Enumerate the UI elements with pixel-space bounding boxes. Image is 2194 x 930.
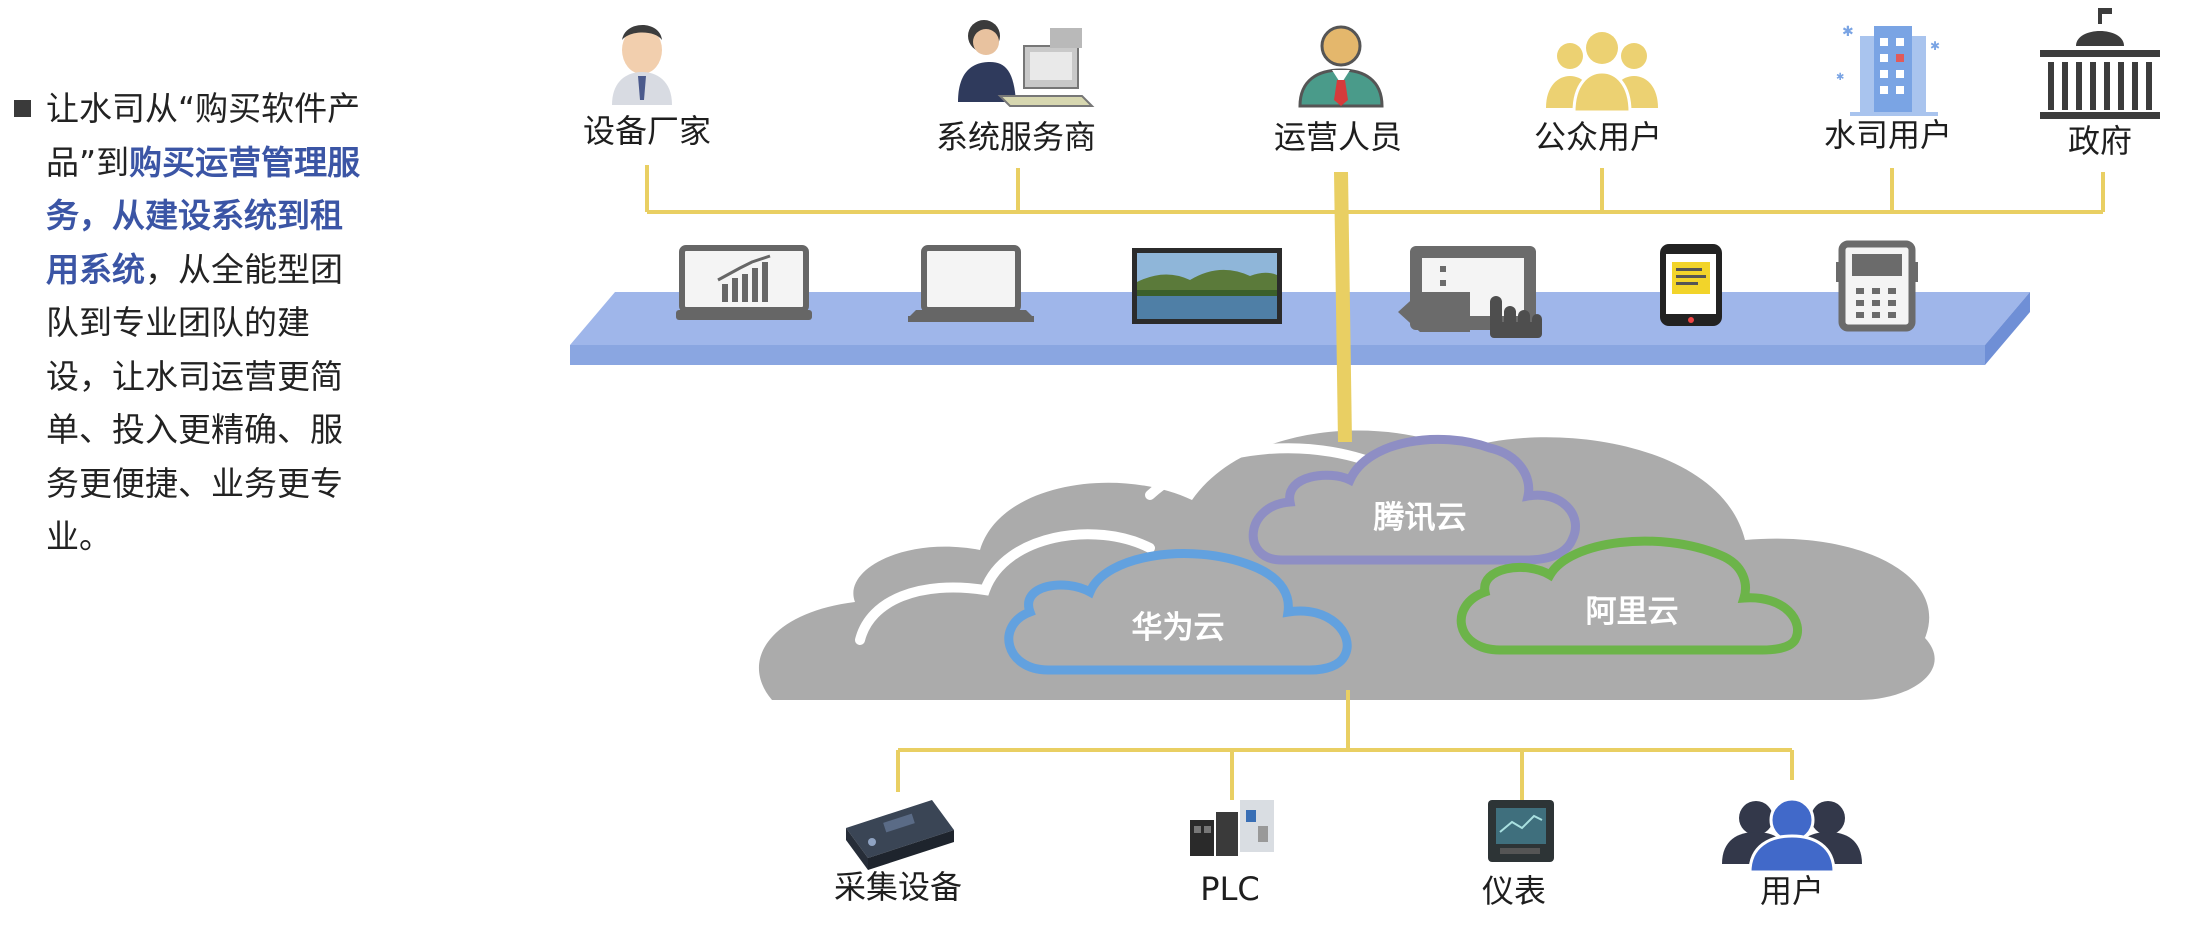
water-company-icon: ✱ ✱ ✱ (1836, 24, 1940, 116)
device-meter-label: 仪表 (1482, 872, 1546, 910)
device-plc-label: PLC (1200, 870, 1259, 908)
phone-icon (1660, 244, 1722, 326)
tencent-cloud: 腾讯云 (1248, 434, 1580, 565)
stakeholder-system-provider: 系统服务商 (936, 118, 1096, 156)
collection-device-icon (846, 800, 954, 870)
description-block: 让水司从“购买软件产品”到购买运营管理服务，从建设系统到租用系统，从全能型团队到… (14, 82, 364, 564)
svg-text:✱: ✱ (1930, 39, 1940, 53)
laptop-chart-icon (676, 245, 812, 320)
display-screen-icon (1132, 248, 1282, 324)
ali-cloud-label: 阿里云 (1586, 594, 1679, 630)
huawei-cloud: 华为云 (1004, 549, 1352, 675)
stakeholder-operator: 运营人员 (1274, 118, 1402, 156)
description-text: 让水司从“购买软件产品”到购买运营管理服务，从建设系统到租用系统，从全能型团队到… (46, 82, 364, 564)
ali-cloud: 阿里云 (1456, 536, 1802, 655)
bottom-connector-lines (896, 690, 1794, 800)
description-part1: 让水司从“购买软件产品”到 (46, 89, 361, 182)
meter-icon (1488, 800, 1554, 862)
system-provider-icon (958, 20, 1095, 107)
handheld-terminal-icon (1836, 240, 1918, 332)
operator-cloud-connector (1334, 172, 1352, 442)
public-users-icon (1546, 32, 1658, 114)
description-highlight: 购买运营管理服务，从建设系统到租用系统 (46, 142, 361, 289)
device-users-label: 用户 (1760, 872, 1824, 910)
laptop-icon (908, 245, 1034, 322)
government-icon (2040, 8, 2160, 119)
bullet-square-icon (14, 100, 31, 117)
end-users-icon (1722, 797, 1862, 874)
huawei-cloud-label: 华为云 (1132, 610, 1225, 646)
tencent-cloud-label: 腾讯云 (1374, 500, 1467, 536)
top-connector-lines (645, 165, 2105, 214)
stakeholder-government: 政府 (2068, 122, 2132, 160)
svg-text:✱: ✱ (1842, 24, 1854, 40)
device-collection-label: 采集设备 (834, 868, 962, 906)
stakeholder-public-users: 公众用户 (1534, 118, 1662, 156)
stakeholder-water-company: 水司用户 (1824, 116, 1952, 154)
stakeholder-equipment-vendor: 设备厂家 (583, 112, 711, 150)
plc-icon (1190, 800, 1274, 856)
svg-text:✱: ✱ (1836, 72, 1844, 83)
touch-panel-icon (1398, 246, 1542, 338)
description-part2: ，从全能型团队到专业团队的建设，让水司运营更简单、投入更精确、服务更便捷、业务更… (46, 249, 343, 557)
equipment-vendor-icon (612, 25, 672, 105)
operator-icon (1298, 25, 1384, 108)
